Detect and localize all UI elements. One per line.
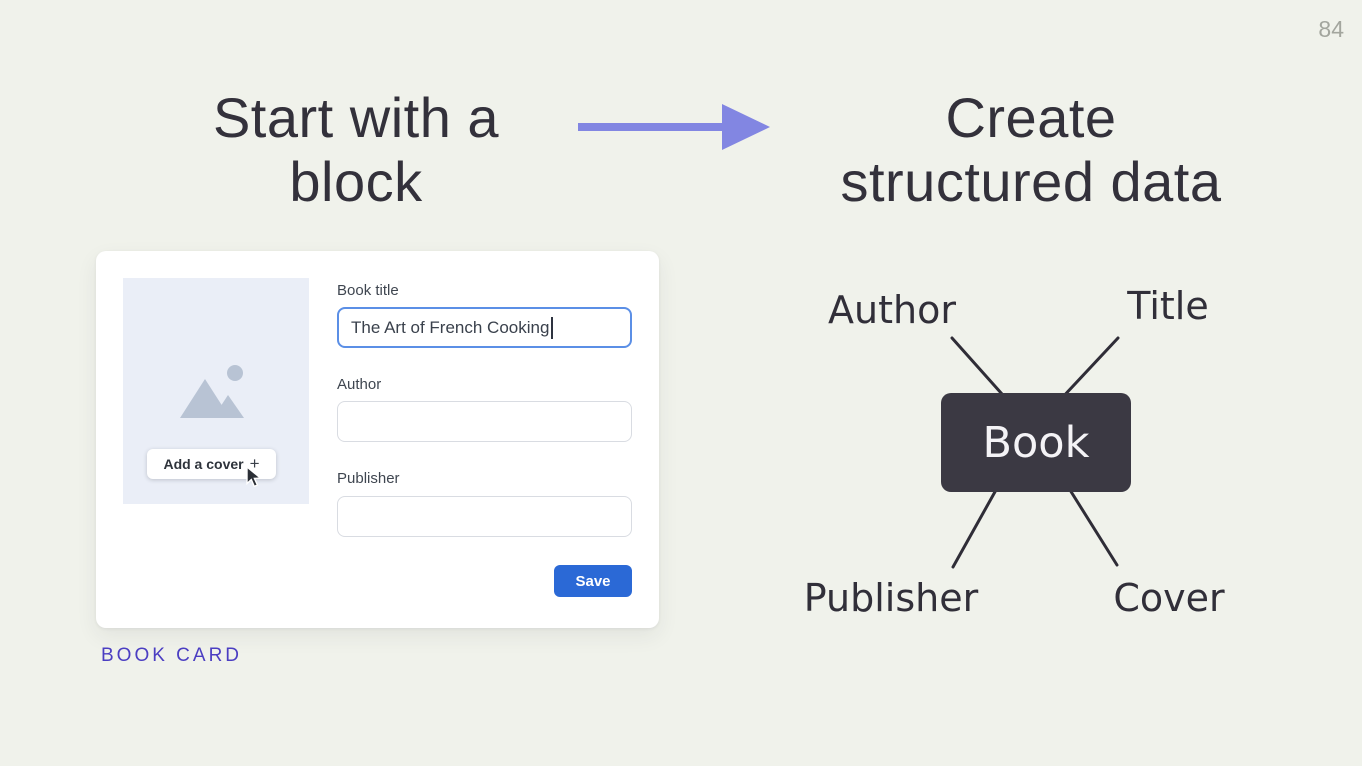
author-label: Author	[337, 376, 382, 393]
left-heading-line-2: block	[289, 150, 423, 213]
left-heading: Start with a block	[126, 86, 586, 214]
book-card: Add a cover + Book title The Art of Fren…	[96, 251, 659, 628]
mouse-cursor-icon	[245, 465, 263, 488]
author-input[interactable]	[337, 401, 632, 442]
plus-icon: +	[249, 454, 260, 473]
book-card-caption: BOOK CARD	[101, 645, 243, 666]
diagram-node-title: Title	[1127, 284, 1209, 328]
left-heading-line-1: Start with a	[212, 86, 500, 149]
text-caret	[551, 316, 553, 339]
publisher-input[interactable]	[337, 496, 632, 537]
add-cover-button[interactable]: Add a cover +	[147, 449, 276, 479]
save-button[interactable]: Save	[554, 565, 632, 597]
diagram-book-box: Book	[941, 393, 1131, 492]
publisher-label: Publisher	[337, 470, 400, 487]
structured-data-diagram: Author Title Publisher Cover Book	[790, 260, 1270, 630]
connector-line-cover	[1068, 488, 1119, 567]
diagram-node-cover: Cover	[1113, 576, 1225, 620]
add-cover-label: Add a cover	[163, 456, 244, 472]
connector-line-publisher	[951, 488, 998, 569]
right-arrow-icon	[572, 99, 772, 155]
book-title-value: The Art of French Cooking	[351, 317, 550, 337]
diagram-connector-lines	[950, 336, 1120, 569]
diagram-node-publisher: Publisher	[803, 576, 979, 620]
book-title-input[interactable]: The Art of French Cooking	[337, 307, 632, 348]
page-number: 84	[1318, 16, 1344, 42]
diagram-node-author: Author	[828, 288, 956, 332]
right-heading-line-2: structured data	[840, 150, 1222, 213]
connector-line-title	[1058, 336, 1120, 402]
right-heading-line-1: Create	[945, 86, 1117, 149]
connector-line-author	[950, 336, 1012, 405]
image-placeholder-icon	[180, 362, 252, 420]
right-heading: Create structured data	[801, 86, 1261, 214]
cover-placeholder[interactable]: Add a cover +	[123, 278, 309, 504]
book-title-label: Book title	[337, 282, 399, 299]
